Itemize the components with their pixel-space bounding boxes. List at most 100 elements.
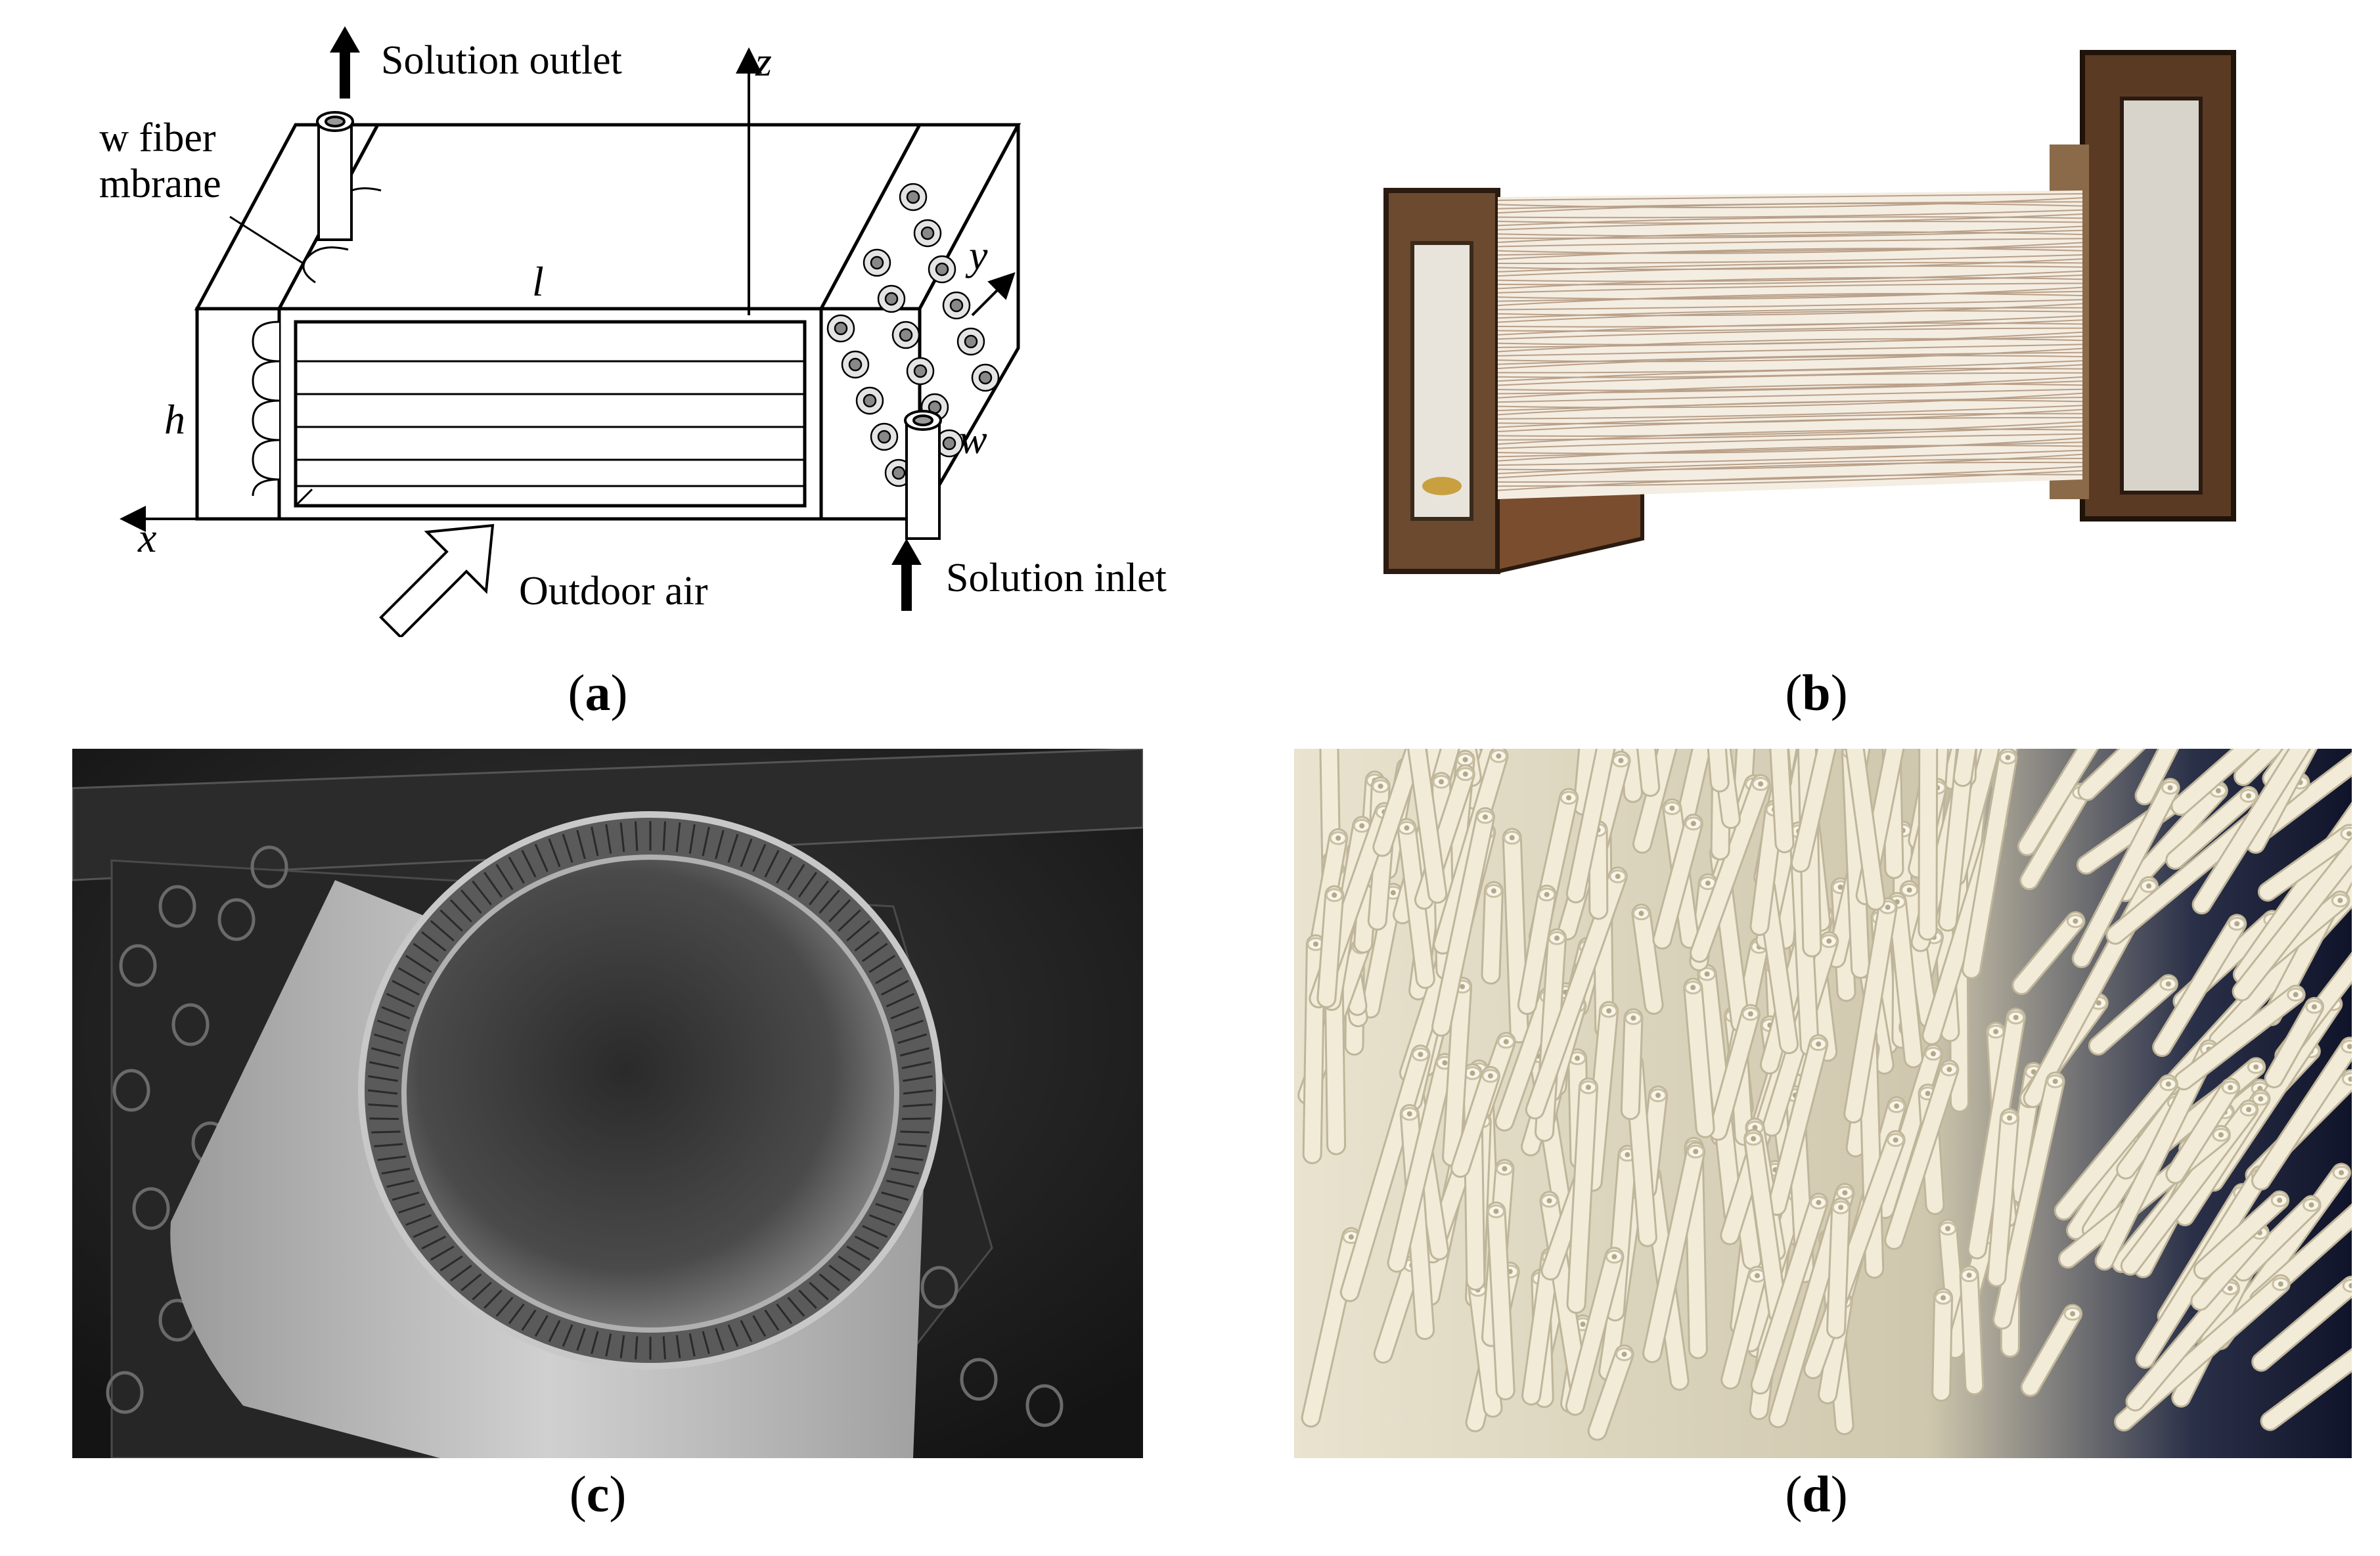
fiber-tube-lumen bbox=[1993, 1029, 1999, 1034]
pore-texture-mark bbox=[881, 1191, 909, 1201]
outdoor-air-label: Outdoor air bbox=[519, 569, 708, 613]
fiber-strand bbox=[1497, 461, 2083, 479]
fiber-strand bbox=[1497, 372, 2083, 386]
pore-texture-mark bbox=[619, 1335, 625, 1358]
fiber-tube-lumen bbox=[1925, 1090, 1931, 1096]
pore-texture-mark bbox=[548, 1320, 561, 1343]
pore-texture-mark bbox=[897, 1143, 927, 1147]
pore-texture-mark bbox=[392, 979, 420, 996]
fiber-tube bbox=[1303, 1229, 1359, 1426]
fiber-tube bbox=[1623, 749, 1641, 801]
fiber-tube bbox=[2021, 784, 2089, 889]
pore-texture-mark bbox=[846, 1245, 870, 1261]
pore-texture-mark bbox=[819, 1273, 840, 1291]
fiber-strand bbox=[1497, 421, 2083, 437]
pore-texture-mark bbox=[764, 1309, 780, 1331]
fiber-tube-lumen bbox=[2258, 1096, 2264, 1102]
fiber-strand bbox=[1497, 351, 2083, 365]
pore-texture-mark bbox=[854, 1235, 880, 1250]
pore-texture-mark bbox=[377, 1019, 407, 1032]
fiber-tube bbox=[1452, 1068, 1498, 1176]
pore-texture-mark bbox=[605, 1333, 612, 1357]
fiber-tube bbox=[1692, 776, 1769, 961]
fiber-tube-lumen bbox=[1509, 835, 1515, 841]
fiber-tube bbox=[2253, 1038, 2352, 1189]
caption-c: (c) bbox=[569, 1465, 627, 1523]
fiber-tube-lumen bbox=[1837, 884, 1843, 890]
solution-inlet-label: Solution inlet bbox=[946, 556, 1167, 600]
axis-y-label: y bbox=[965, 232, 988, 278]
surface-pore-circle bbox=[132, 1187, 170, 1230]
fiber-tube bbox=[1674, 749, 1710, 843]
pore-texture-mark bbox=[838, 1255, 861, 1272]
fiber-tube-lumen bbox=[2337, 897, 2343, 903]
fiber-tube bbox=[2235, 1197, 2320, 1280]
pore-texture-mark bbox=[662, 821, 667, 851]
pore-texture-mark bbox=[439, 1255, 463, 1272]
fiber-tube bbox=[1622, 1010, 1642, 1119]
fiber-strand bbox=[1497, 209, 2083, 219]
fiber-tube-lumen bbox=[2215, 788, 2221, 793]
fiber-tube bbox=[2013, 913, 2084, 993]
fiber-tube-lumen bbox=[2253, 1064, 2259, 1070]
pore-texture-mark bbox=[381, 1006, 411, 1020]
pore-texture-mark bbox=[495, 1297, 514, 1317]
pore-texture-mark bbox=[368, 1103, 398, 1107]
pore-texture-mark bbox=[675, 822, 681, 853]
membrane-module-photo bbox=[1383, 50, 2236, 574]
fiber-lumen-circle bbox=[906, 190, 920, 204]
fiber-strand bbox=[1497, 392, 2083, 409]
fiber-tube-lumen bbox=[1842, 1189, 1848, 1195]
fiber-tube-lumen bbox=[1606, 1008, 1612, 1014]
fiber-tube bbox=[1654, 815, 1701, 948]
fiber-strand bbox=[1497, 338, 2083, 353]
fiber-strand bbox=[1497, 193, 2083, 201]
pore-texture-mark bbox=[688, 1333, 696, 1357]
outdoor-air-arrow-icon bbox=[379, 523, 495, 639]
fiber-tube bbox=[2234, 805, 2352, 983]
pore-texture-mark bbox=[450, 1264, 472, 1282]
pore-texture-mark bbox=[715, 1327, 725, 1351]
fiber-tube-lumen bbox=[2277, 1197, 2283, 1203]
caption-a: (a) bbox=[568, 664, 628, 721]
fiber-tube bbox=[1318, 887, 1343, 1006]
sem-cross-section-image bbox=[72, 749, 1143, 1458]
fiber-tube bbox=[1889, 894, 1921, 1067]
pore-texture-mark bbox=[886, 992, 915, 1008]
fiber-tube-lumen bbox=[1546, 1198, 1552, 1204]
fiber-strand bbox=[1497, 445, 2083, 462]
fiber-tube bbox=[1519, 886, 1555, 1013]
fiber-lumen-circle bbox=[870, 256, 884, 270]
fiber-tube-lumen bbox=[1946, 1067, 1952, 1073]
fiber-tube-lumen bbox=[1945, 1226, 1951, 1232]
fiber-tube bbox=[1644, 1144, 1704, 1362]
pore-texture-mark bbox=[576, 830, 586, 859]
pore-texture-mark bbox=[894, 1155, 924, 1161]
fiber-tube bbox=[2235, 749, 2283, 784]
pore-texture-mark bbox=[508, 1303, 525, 1324]
pore-texture-mark bbox=[534, 1315, 549, 1337]
panel-b-module-photo bbox=[1366, 26, 2273, 591]
pore-texture-mark bbox=[776, 856, 793, 884]
fiber-tube-lumen bbox=[2311, 1004, 2317, 1010]
fiber-tube-lumen bbox=[1754, 1273, 1760, 1279]
fiber-lumen-circle bbox=[884, 292, 899, 306]
fiber-tube bbox=[1483, 883, 1502, 983]
fiber-lumen-circle bbox=[891, 466, 906, 480]
pore-texture-mark bbox=[903, 1103, 933, 1107]
fiber-lumen-circle bbox=[964, 334, 978, 349]
pore-texture-mark bbox=[846, 920, 871, 942]
fiber-tube-end bbox=[2342, 1072, 2352, 1086]
fiber-tube bbox=[2090, 976, 2176, 1054]
fiber-tube bbox=[2055, 1076, 2176, 1219]
fiber-strand bbox=[1497, 383, 2083, 399]
width-label: w bbox=[959, 416, 987, 462]
fiber-tube bbox=[2251, 1206, 2352, 1308]
pore-texture-mark bbox=[819, 889, 840, 914]
fiber-strand bbox=[1497, 405, 2083, 420]
pore-texture-mark bbox=[369, 1061, 399, 1069]
pore-texture-mark bbox=[899, 1047, 930, 1057]
pore-texture-mark bbox=[752, 843, 767, 872]
pore-texture-mark bbox=[591, 1331, 599, 1354]
pore-texture-mark bbox=[688, 824, 696, 854]
